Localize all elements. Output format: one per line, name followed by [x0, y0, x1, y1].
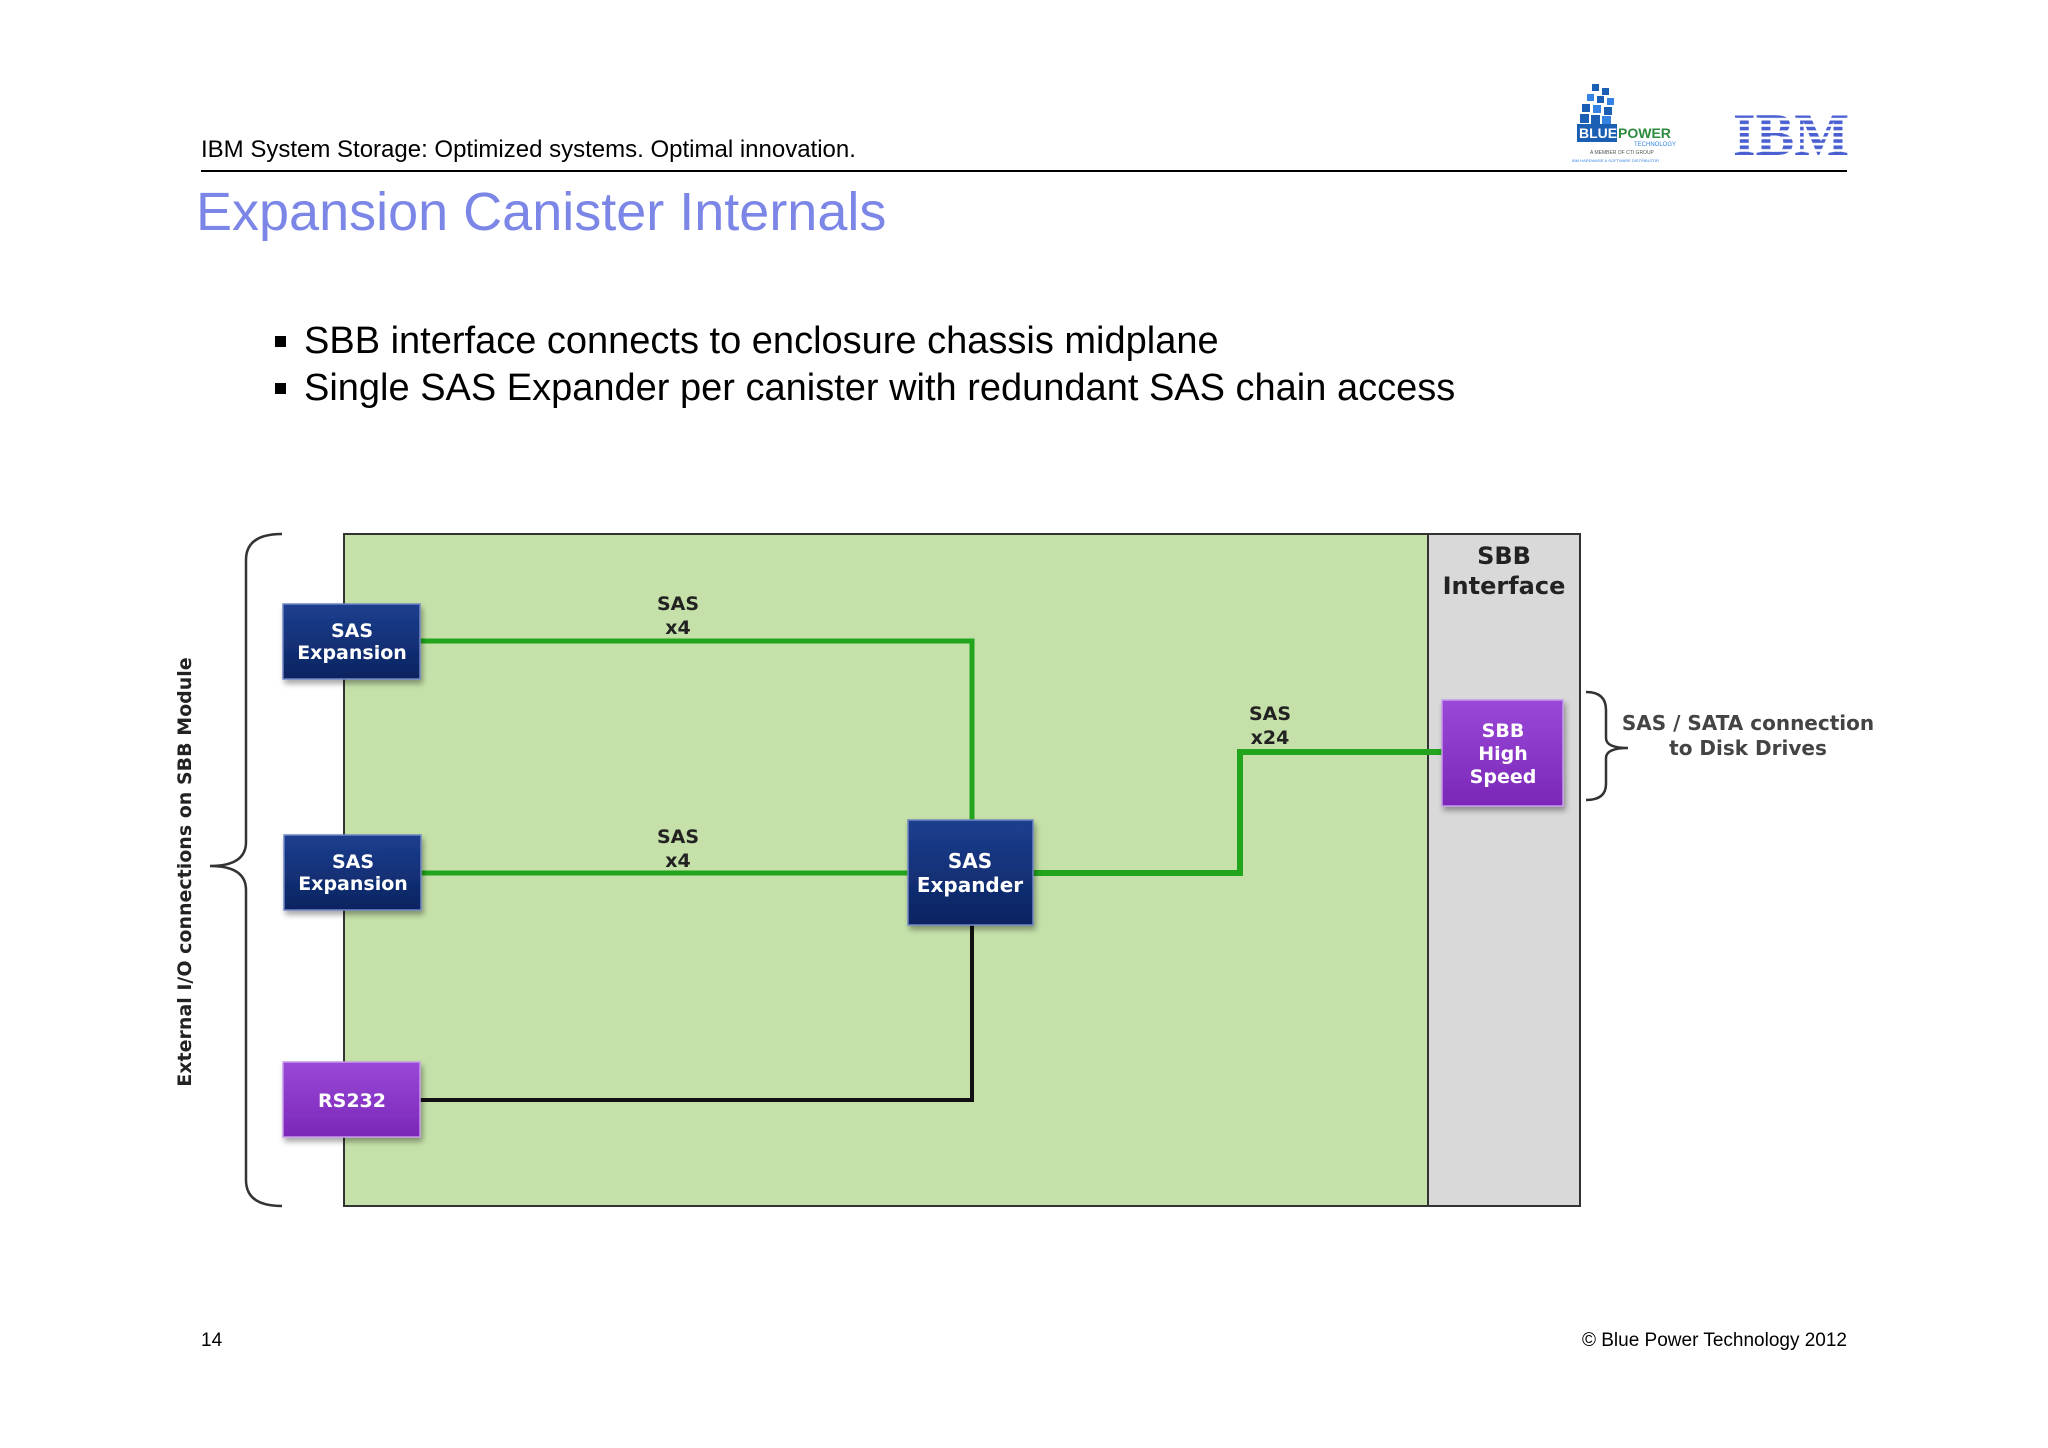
side-label: External I/O connections on SBB Module	[174, 657, 196, 1086]
pixel-mosaic-icon	[1580, 84, 1614, 125]
rs232-box: RS232	[282, 1061, 421, 1138]
logo-blue-text: BLUE	[1579, 125, 1617, 141]
link-right-label-1: SAS	[1249, 703, 1291, 725]
header-tagline: IBM System Storage: Optimized systems. O…	[201, 136, 856, 163]
header-rule	[201, 170, 1847, 172]
link-mid-label-2: x4	[665, 850, 690, 872]
sbb-high-speed-line3: Speed	[1470, 766, 1537, 788]
blue-power-logo: BLUE POWER TECHNOLOGY A MEMBER OF CTI GR…	[1572, 84, 1676, 163]
ibm-logo-text: IBM	[1733, 108, 1849, 158]
right-note-line1: SAS / SATA connection	[1622, 711, 1874, 735]
logo-member-text: A MEMBER OF CTI GROUP	[1590, 150, 1655, 156]
square-bullet-icon	[275, 336, 286, 347]
sas-expander-box: SAS Expander	[907, 819, 1034, 926]
page-title: Expansion Canister Internals	[196, 182, 887, 242]
logo-distributor-text: IBM HARDWARE & SOFTWARE DISTRIBUTOR	[1572, 158, 1659, 163]
link-top-label-1: SAS	[657, 593, 699, 615]
right-note-line2: to Disk Drives	[1669, 736, 1827, 760]
canister-board	[343, 533, 1429, 1207]
sas-expander-line2: Expander	[917, 873, 1023, 897]
link-mid-label-1: SAS	[657, 826, 699, 848]
sas-expansion-1-line1: SAS	[331, 620, 373, 642]
bullet-text: SBB interface connects to enclosure chas…	[304, 320, 1219, 362]
copyright: © Blue Power Technology 2012	[1581, 1330, 1847, 1351]
link-right-label-2: x24	[1251, 727, 1290, 749]
sbb-high-speed-line2: High	[1478, 743, 1528, 765]
sas-expansion-2-line1: SAS	[332, 851, 374, 873]
bullet-item: Single SAS Expander per canister with re…	[272, 365, 1455, 412]
sbb-header-line1: SBB	[1477, 542, 1531, 570]
sbb-high-speed-box: SBB High Speed	[1441, 699, 1564, 807]
sas-expansion-1-line2: Expansion	[297, 642, 407, 664]
link-top-label-2: x4	[665, 617, 690, 639]
sbb-interface-panel	[1427, 533, 1581, 1207]
logo-power-text: POWER	[1618, 125, 1671, 141]
left-brace-icon	[209, 532, 283, 1208]
page-number: 14	[201, 1330, 223, 1351]
bullet-list: SBB interface connects to enclosure chas…	[272, 318, 1455, 412]
rs232-label: RS232	[318, 1090, 386, 1112]
sas-expander-line1: SAS	[948, 849, 992, 873]
bullet-item: SBB interface connects to enclosure chas…	[272, 318, 1455, 365]
link-top-line	[420, 638, 975, 820]
right-brace-icon	[1585, 690, 1629, 802]
rs232-line	[420, 925, 974, 1102]
link-right-line	[1033, 749, 1442, 876]
sbb-high-speed-line1: SBB	[1482, 720, 1525, 742]
logo-technology-text: TECHNOLOGY	[1634, 142, 1676, 148]
bullet-text: Single SAS Expander per canister with re…	[304, 367, 1456, 409]
sas-expansion-box-2: SAS Expansion	[283, 834, 422, 911]
square-bullet-icon	[275, 383, 286, 394]
sas-expansion-box-1: SAS Expansion	[282, 603, 421, 680]
sbb-header-line2: Interface	[1443, 572, 1566, 600]
ibm-logo: IBM	[1733, 108, 1849, 158]
sas-expansion-2-line2: Expansion	[298, 873, 408, 895]
